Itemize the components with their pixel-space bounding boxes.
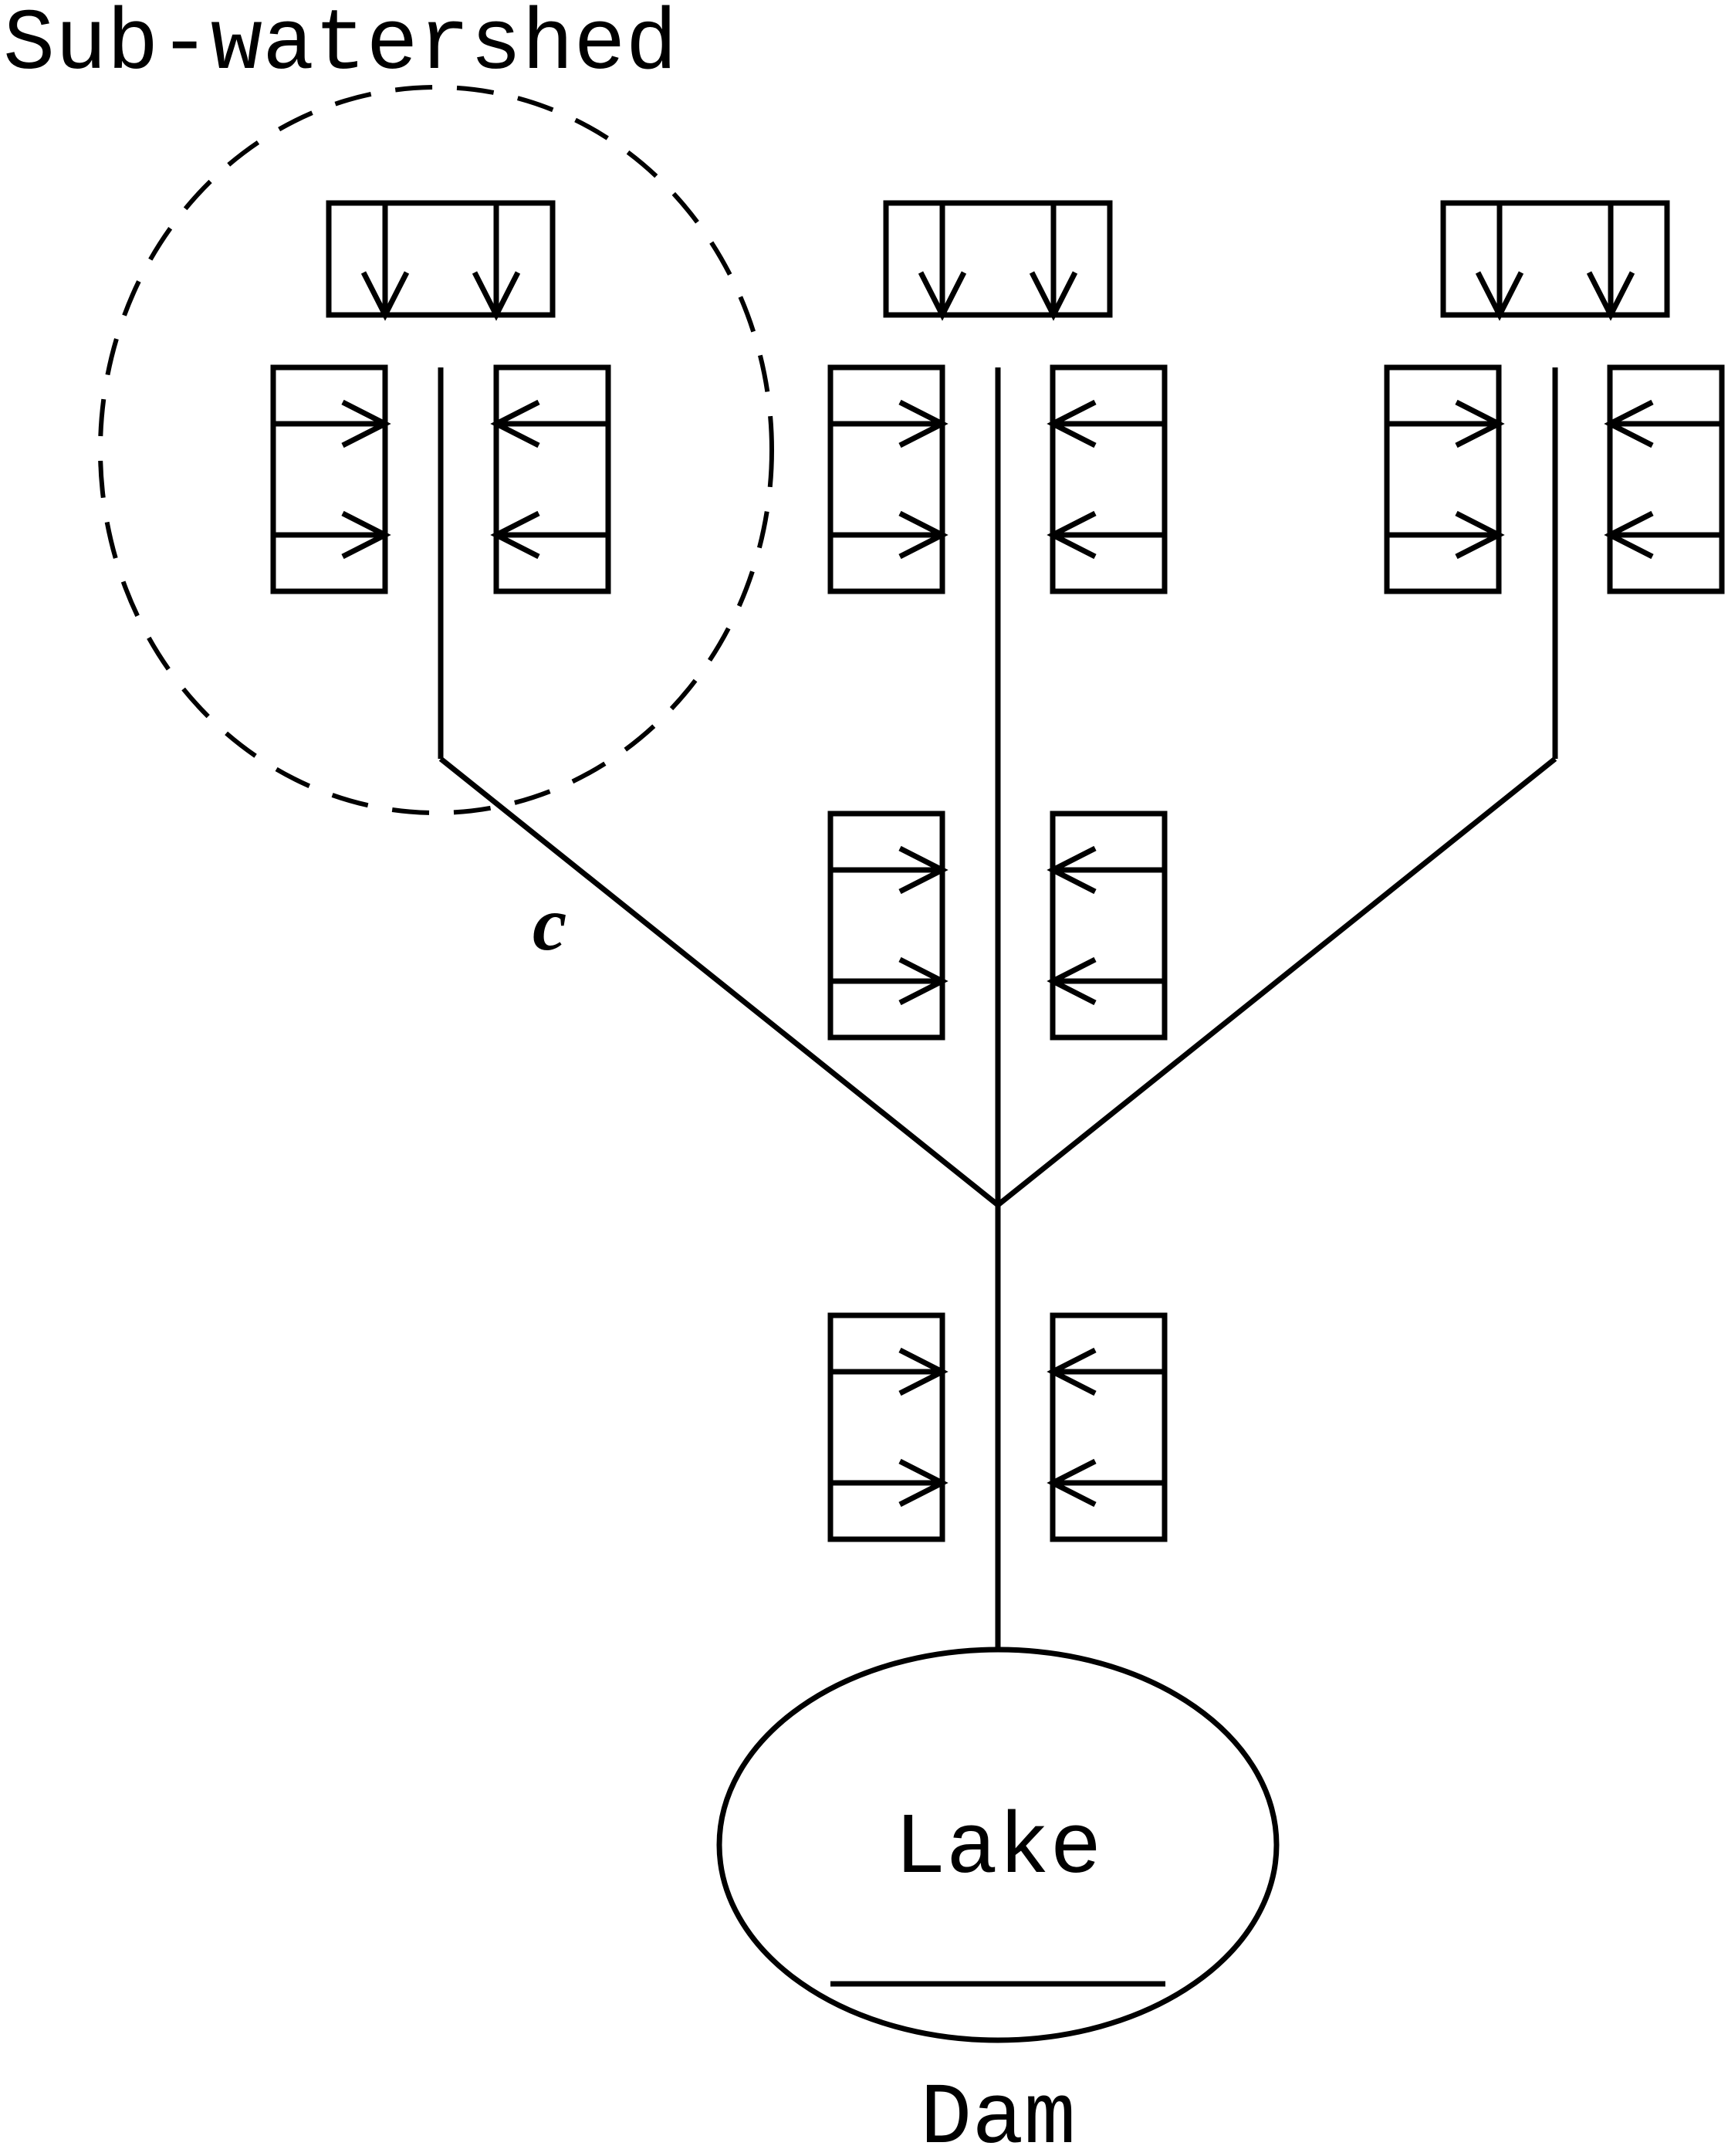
channel-network xyxy=(438,367,1558,1650)
hillslope-unit-middle-a xyxy=(830,367,942,591)
hillslope-unit-center-b xyxy=(1053,814,1165,1037)
dam-label: Dam xyxy=(920,2070,1076,2156)
hillslope-unit-left-a xyxy=(273,367,385,591)
channel-right-diagonal xyxy=(996,756,1557,1207)
sub-watershed-boundary xyxy=(98,85,774,815)
hillslope-unit-lower-a xyxy=(830,1315,942,1539)
headwater-unit-right xyxy=(1443,203,1667,315)
channel-label: c xyxy=(533,881,566,966)
lake-label: Lake xyxy=(894,1800,1102,1898)
hillslope-unit-lower-b xyxy=(1053,1315,1165,1539)
hillslope-unit-center-a xyxy=(830,814,942,1037)
hillslope-unit-right-b xyxy=(1610,367,1722,591)
lake-outline xyxy=(716,1647,1280,2043)
sub-watershed-label: Sub-watershed xyxy=(3,0,678,94)
hillslope-unit-right-a xyxy=(1387,367,1499,591)
hillslope-unit-middle-b xyxy=(1053,367,1165,591)
hillslope-unit-left-b xyxy=(496,367,608,591)
channel-left-diagonal xyxy=(438,756,1000,1207)
headwater-unit-left xyxy=(329,203,553,315)
headwater-unit-middle xyxy=(886,203,1110,315)
